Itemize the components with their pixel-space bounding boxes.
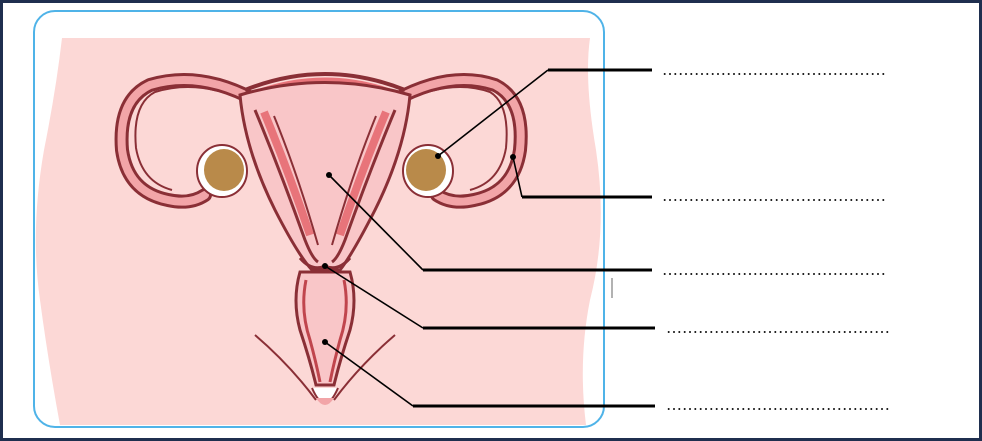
point-ovary <box>435 153 441 159</box>
point-uterus <box>326 172 332 178</box>
label-blank-3[interactable]: …………………………………… <box>662 262 886 278</box>
label-blank-1[interactable]: …………………………………… <box>662 62 886 78</box>
point-cervix <box>322 263 328 269</box>
label-blank-5[interactable]: …………………………………… <box>666 397 890 413</box>
label-blank-4[interactable]: …………………………………… <box>666 320 890 336</box>
label-blank-2[interactable]: …………………………………… <box>662 188 886 204</box>
point-fallopian-tube <box>510 154 516 160</box>
point-vagina <box>322 339 328 345</box>
